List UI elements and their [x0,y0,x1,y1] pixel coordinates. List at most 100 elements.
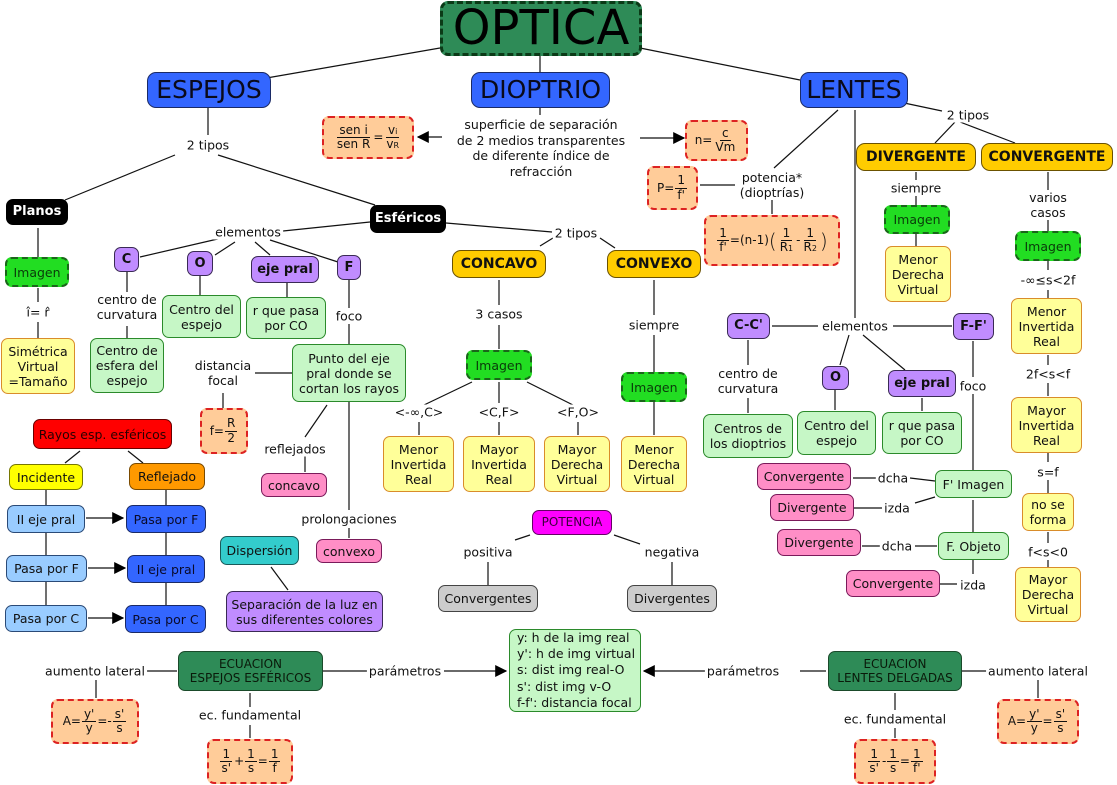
potencia-node[interactable]: POTENCIA [532,510,612,535]
frac-den: Vm [715,140,736,154]
dispersion-node[interactable]: Dispersión [220,536,299,565]
divergente-result-node[interactable]: Menor Derecha Virtual [885,246,951,302]
element-f-desc-node[interactable]: Punto del eje pral donde se cortan los r… [292,344,406,402]
f-objeto-izda-node[interactable]: Convergente [846,570,940,597]
element-o-node[interactable]: O [187,251,213,276]
node-text: Pasa por F [133,511,199,527]
parametro-item: s: dist img real-O [517,662,625,678]
espejos-aumento-formula[interactable]: A= y'y =- s's [51,699,139,744]
frac-den: R2 [801,240,818,254]
rayo-incidente-item[interactable]: Pasa por F [6,555,87,582]
node-text: Mayor Invertida Real [1018,402,1075,448]
planos-imagen-node[interactable]: Imagen [5,257,69,287]
element-o-desc-node[interactable]: Centro del espejo [162,295,241,338]
frac-num: 1 [220,746,233,762]
convergente-node[interactable]: CONVERGENTE [981,143,1113,171]
element-c-node[interactable]: C [114,247,139,272]
dispersion-desc-node[interactable]: Separación de la luz en sus diferentes c… [226,591,383,632]
esfericos-node[interactable]: Esféricos [370,205,446,233]
convexo-imagen-node[interactable]: Imagen [621,372,687,402]
f-imagen-node[interactable]: F' Imagen [935,470,1012,498]
frac-num: 1 [887,746,899,762]
formula-fraction: s's [1053,707,1068,735]
formula-text: v [388,122,396,137]
f-imagen-dcha-node[interactable]: Convergente [757,463,851,490]
concavo-caso-result[interactable]: Menor Invertida Real [383,436,454,492]
rayo-reflejado-item[interactable]: Pasa por F [126,505,206,533]
divergente-node[interactable]: DIVERGENTE [856,143,976,171]
concavo-caso-result[interactable]: Mayor Derecha Virtual [544,436,610,492]
convergente-caso-range: -∞≤s<2f [1018,272,1078,288]
formula-sub: 2 [811,244,817,253]
rayo-incidente-item[interactable]: Pasa por C [5,605,87,632]
node-text: Menor Invertida Real [390,441,447,487]
concavo-caso-range: <C,F> [476,404,522,420]
convexo-node[interactable]: CONVEXO [607,250,701,278]
divergente-imagen-node[interactable]: Imagen [884,205,950,234]
node-title: CONCAVO [460,255,538,272]
f-objeto-node[interactable]: F. Objeto [938,532,1009,560]
root-node-optica[interactable]: OPTICA [440,0,642,56]
lentes-node[interactable]: LENTES [800,72,908,108]
formula-text: =- [97,714,112,729]
rayos-node[interactable]: Rayos esp. esféricos [33,419,172,449]
incidente-node[interactable]: Incidente [9,464,83,490]
lente-element-eje-pral-node[interactable]: eje pral [888,370,956,397]
reflejado-node[interactable]: Reflejado [129,463,205,490]
lente-element-eje-pral-desc-node[interactable]: r que pasa por CO [882,412,962,454]
planos-relation-label: î= r̂ [24,304,52,320]
element-f-node[interactable]: F [337,255,361,280]
convergente-caso-result[interactable]: Menor Invertida Real [1011,298,1082,354]
planos-node[interactable]: Planos [6,199,68,225]
reflejados-concavo-node[interactable]: concavo [261,473,327,497]
lente-element-cc-desc-node[interactable]: Centros de los dioptrios [703,414,793,458]
element-eje-pral-desc-node[interactable]: r que pasa por CO [246,297,326,339]
rayo-reflejado-item[interactable]: II eje pral [127,555,205,583]
concavo-node[interactable]: CONCAVO [452,250,546,278]
espejos-node[interactable]: ESPEJOS [147,72,271,108]
lente-element-ff-node[interactable]: F-F' [953,313,994,340]
lentes-aumento-label: aumento lateral [986,663,1090,679]
rayo-incidente-item[interactable]: II eje pral [7,505,85,533]
f-imagen-izda-node[interactable]: Divergente [770,494,854,521]
lente-element-o-desc-node[interactable]: Centro del espejo [797,411,876,455]
parametro-item: y: h de la img real [517,629,630,645]
ecuacion-lentes-node[interactable]: ECUACION LENTES DELGADAS [828,651,962,691]
node-text: Imagen [1024,238,1072,254]
rayo-reflejado-item[interactable]: Pasa por C [125,605,206,633]
element-desc: Centro de esfera del espejo [95,343,159,388]
lente-element-o-node[interactable]: O [822,366,849,390]
prolongaciones-convexo-node[interactable]: convexo [316,539,382,563]
dioptrio-node[interactable]: DIOPTRIO [471,72,610,108]
convergente-imagen-node[interactable]: Imagen [1015,231,1081,261]
convergente-caso-result[interactable]: Mayor Derecha Virtual [1015,567,1081,622]
lentes-fundamental-label: ec. fundamental [841,711,949,727]
divergentes-node[interactable]: Divergentes [627,585,717,612]
node-title: Dispersión [226,543,293,558]
concavo-caso-result[interactable]: Mayor Invertida Real [463,436,535,492]
frac-den: R1 [778,240,795,254]
node-text: Imagen [630,379,678,395]
parametros-node[interactable]: y: h de la img real y': h de img virtual… [509,629,641,712]
f-objeto-dcha-node[interactable]: Divergente [777,529,861,556]
convergentes-node[interactable]: Convergentes [438,585,538,612]
lente-element-cc-node[interactable]: C-C' [727,313,770,339]
ecuacion-espejos-node[interactable]: ECUACION ESPEJOS ESFÉRICOS [178,651,323,691]
convexo-result-node[interactable]: Menor Derecha Virtual [621,436,687,492]
lentes-aumento-formula[interactable]: A= y'y = s's [997,699,1079,744]
convergente-caso-result[interactable]: Mayor Invertida Real [1011,397,1082,453]
node-title-line: LENTES DELGADAS [837,671,953,685]
planos-result-node[interactable]: Simétrica Virtual =Tamaño [1,338,75,394]
element-eje-pral-node[interactable]: eje pral [251,256,319,283]
element-c-desc-node[interactable]: Centro de esfera del espejo [90,338,164,393]
convergente-caso-result[interactable]: no se forma [1022,493,1074,531]
concavo-imagen-node[interactable]: Imagen [466,350,532,380]
